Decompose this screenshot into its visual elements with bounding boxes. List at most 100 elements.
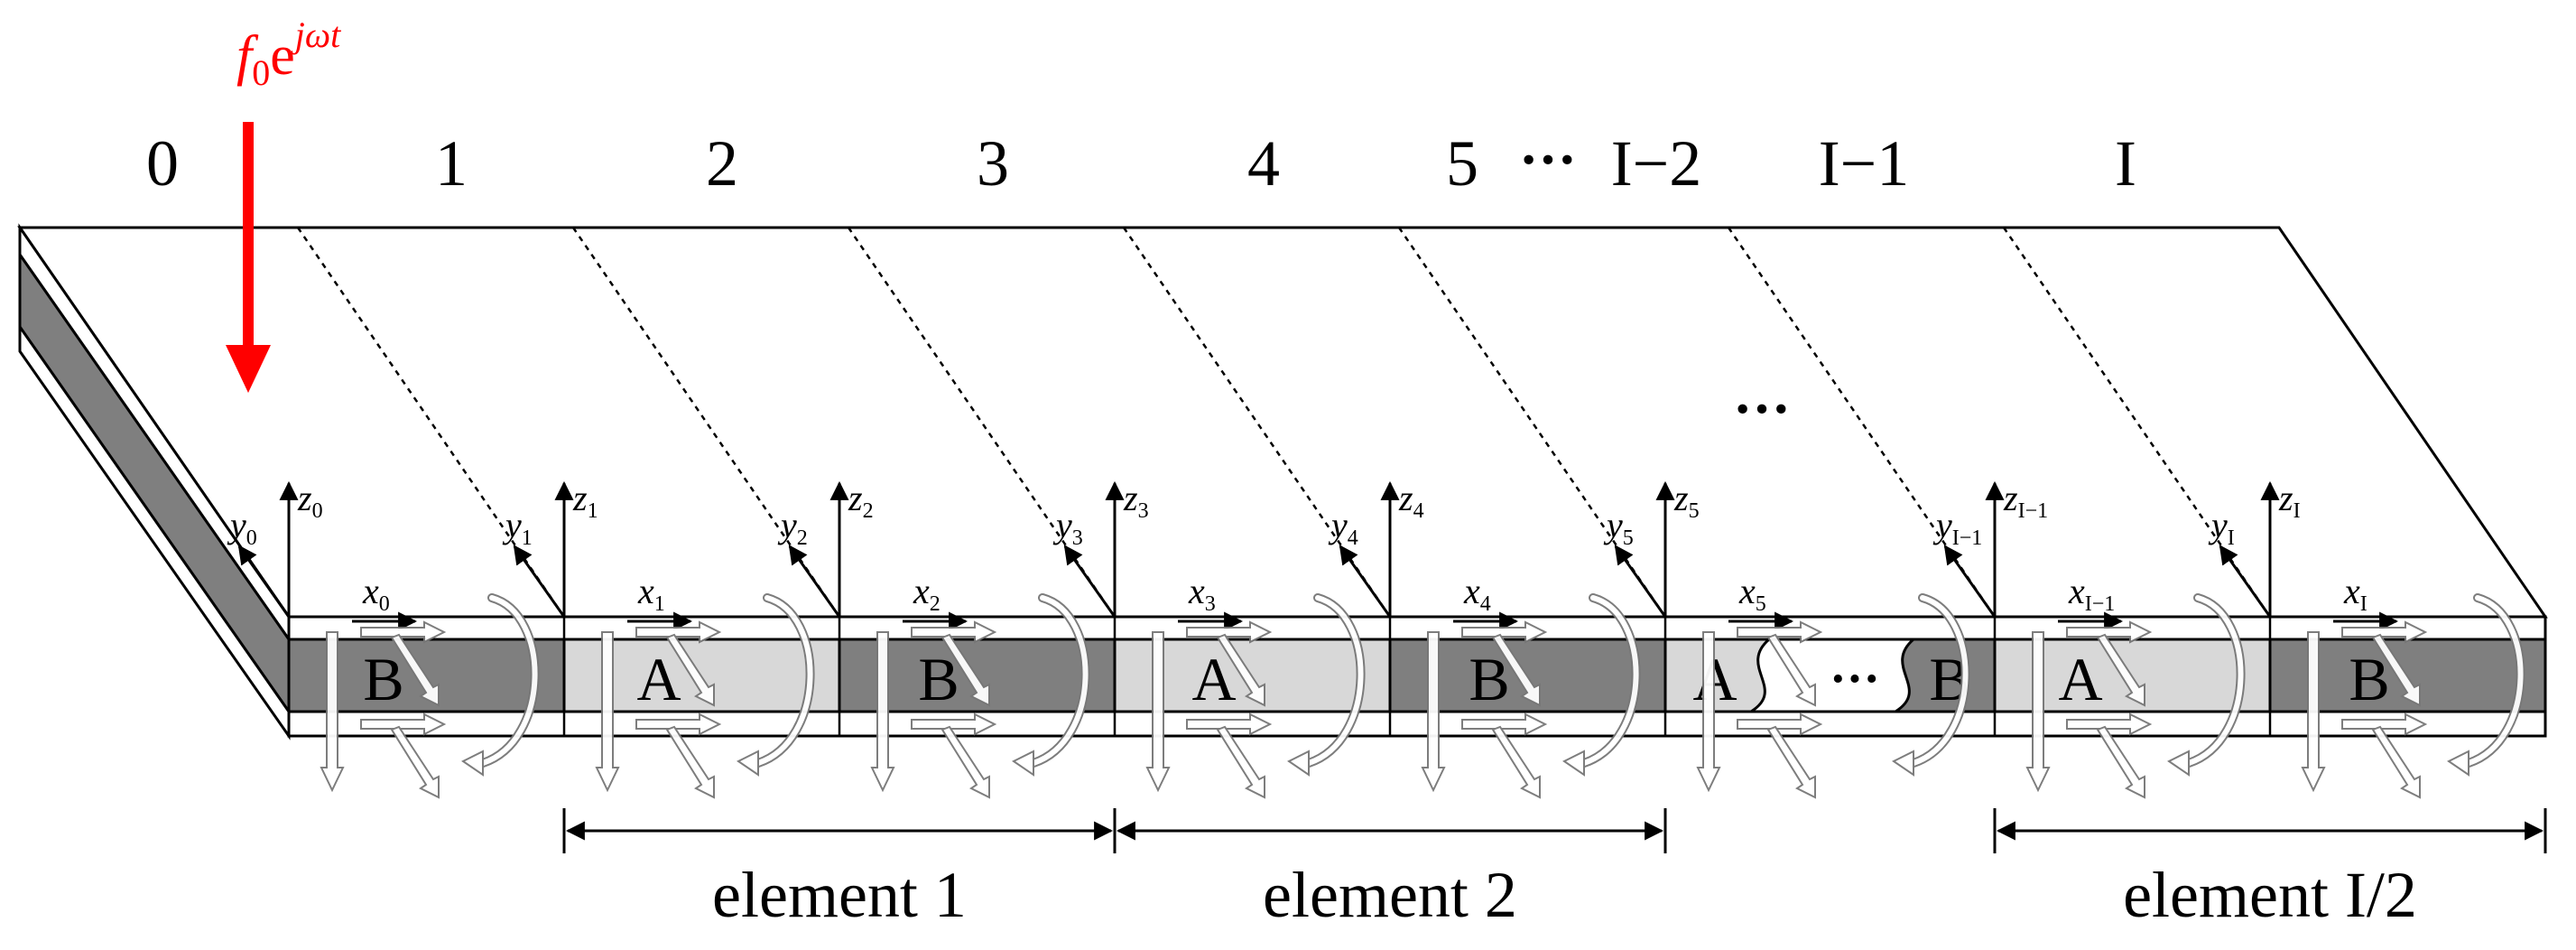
segment-label: 4 (1247, 127, 1280, 200)
shear-arrow (2025, 631, 2051, 793)
axial-arrow (2066, 712, 2153, 736)
torsion-arrow (1491, 633, 1541, 707)
element-brackets: element 1 element 2 element I/2 (562, 808, 2547, 931)
moment-arrow-inner (480, 595, 538, 766)
segment-label: I (2115, 127, 2136, 200)
shear-arrow (1145, 631, 1171, 793)
segment-label: I−2 (1611, 127, 1702, 200)
material-label-b: B (918, 645, 959, 713)
moment-arrow-inner (2466, 595, 2524, 766)
axial-arrow (635, 712, 722, 736)
moment-arrow-head (1287, 750, 1310, 777)
torsion-arrow (2371, 633, 2421, 707)
state-vector-arrows (2301, 593, 2525, 799)
moment-arrow-head (2447, 750, 2469, 777)
z-axis-label: z0 (297, 478, 323, 523)
surface-ellipsis: ··· (1733, 377, 1791, 441)
segment-label: 2 (706, 127, 738, 200)
y-axis (1614, 545, 1667, 618)
material-label-a: A (636, 645, 681, 713)
moment-arrow-head (2167, 750, 2190, 777)
z-axis-label: z1 (572, 478, 598, 523)
element-bracket: element 1 (562, 808, 1117, 931)
axial-arrow (2066, 620, 2153, 644)
torsion-arrow (1766, 725, 1816, 799)
shear-arrow (1696, 631, 1721, 793)
element-label: element 1 (712, 859, 967, 931)
moment-arrow-head (737, 750, 759, 777)
y-axis (1943, 545, 1997, 618)
excitation-force: f0ejωt (226, 14, 341, 393)
axial-arrow (911, 712, 997, 736)
moment-arrow-inner (1911, 595, 1969, 766)
state-vector-arrows (1421, 593, 1641, 799)
y-axis (237, 545, 291, 618)
material-label-a: A (2058, 645, 2102, 713)
torsion-arrow (1216, 725, 1265, 799)
gap-cell-left-a (1663, 638, 1774, 713)
axial-arrow (911, 620, 997, 644)
axial-arrow (360, 712, 447, 736)
axial-arrow (1461, 620, 1548, 644)
torsion-arrow (941, 725, 990, 799)
y-axis (788, 545, 841, 618)
axial-arrow (1737, 712, 1823, 736)
state-vector-arrows (595, 593, 815, 799)
plate-top-surface (17, 226, 2548, 619)
material-label-b: B (363, 645, 403, 713)
core-cells: BABABAAB···B (287, 638, 2547, 713)
axial-arrow (1461, 712, 1548, 736)
material-label-b: B (1469, 645, 1509, 713)
element-label: element I/2 (2123, 859, 2417, 931)
torsion-arrow (665, 633, 715, 707)
moment-arrow-head (1892, 750, 1914, 777)
segment-ellipsis: ··· (1519, 127, 1577, 191)
material-label-b: B (2349, 645, 2389, 713)
force-subscript: 0 (252, 52, 270, 93)
torsion-arrow (2096, 633, 2145, 707)
axial-arrow (360, 620, 447, 644)
y-axis (1339, 545, 1392, 618)
shear-arrow (1421, 631, 1446, 793)
element-label: element 2 (1263, 859, 1517, 931)
moment-arrow-head (461, 750, 484, 777)
state-vector-arrows (870, 593, 1090, 799)
torsion-arrow (1491, 725, 1541, 799)
torsion-arrow (665, 725, 715, 799)
torsion-arrow (1766, 633, 1816, 707)
segment-label: I−1 (1819, 127, 1910, 200)
gap-ellipsis: ··· (1830, 651, 1880, 707)
element-bracket: element 2 (1113, 808, 1667, 931)
coordinate-frames: z0y0x0z1y1x1z2y2x2z3y3x3z4y4x4z5y5x5zI−1… (227, 478, 2525, 799)
torsion-arrow (390, 725, 440, 799)
axial-arrow (635, 620, 722, 644)
svg-text:f0ejωt: f0ejωt (236, 14, 341, 93)
torsion-arrow (2371, 725, 2421, 799)
axial-arrow (1737, 620, 1823, 644)
segment-label: 5 (1446, 127, 1478, 200)
axial-arrow (2341, 712, 2428, 736)
segment-label: 1 (435, 127, 468, 200)
segment-label: 0 (146, 127, 179, 200)
force-arrow-head (226, 345, 271, 393)
moment-arrow-head (1012, 750, 1034, 777)
state-vector-arrows (320, 593, 540, 799)
axial-arrow (1186, 712, 1273, 736)
state-vector-arrows (1145, 593, 1366, 799)
torsion-arrow (2096, 725, 2145, 799)
moment-arrow-inner (2186, 595, 2244, 766)
shear-arrow (320, 631, 345, 793)
gap-cell-right-b (1890, 638, 1997, 713)
moment-arrow-inner (1581, 595, 1639, 766)
y-axis (1063, 545, 1117, 618)
element-bracket: element I/2 (1993, 808, 2547, 931)
torsion-arrow (1216, 633, 1265, 707)
state-vector-arrows (1696, 593, 1970, 799)
